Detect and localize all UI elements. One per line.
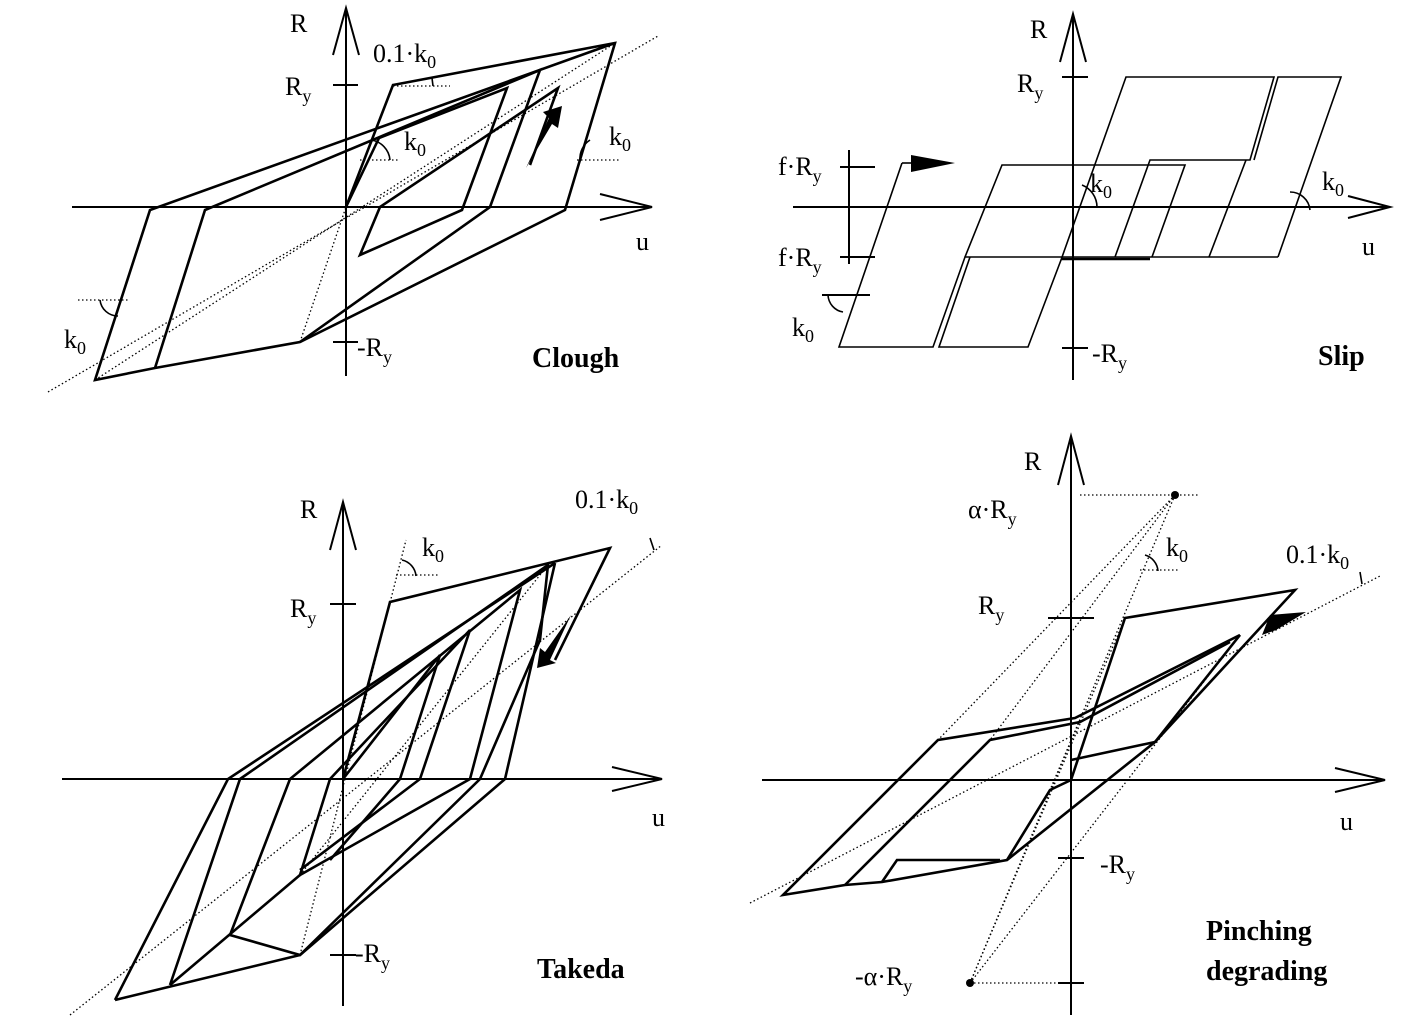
label-ry: Ry	[290, 594, 316, 628]
direction-arrow	[1262, 612, 1306, 635]
axes	[72, 4, 653, 376]
panel-takeda: R u Ry -Ry 0.1·k0 k0 Takeda	[62, 485, 665, 1016]
direction-arrow	[537, 615, 571, 668]
label-k0: k0	[422, 533, 444, 566]
axis-label-r: R	[290, 9, 308, 38]
hysteresis-loops	[837, 76, 1343, 348]
panel-title: Takeda	[537, 954, 625, 985]
label-ry: Ry	[285, 72, 311, 106]
angle-arcs	[401, 537, 655, 577]
label-k0: k0	[1090, 169, 1112, 202]
axis-label-r: R	[1030, 15, 1048, 44]
label-0.1k0: 0.1·k0	[575, 485, 638, 518]
axis-label-r: R	[1024, 447, 1042, 476]
label-f-ry-lower: f·Ry	[778, 243, 822, 277]
direction-arrow	[911, 155, 955, 172]
panel-clough: R u Ry -Ry 0.1·k0 k0 k0 k0 Clough	[47, 4, 659, 393]
label-0.1k0: 0.1·k0	[373, 39, 436, 72]
hysteresis-loops	[779, 588, 1299, 897]
label-k0: k0	[609, 122, 631, 155]
label-neg-ry: -Ry	[1092, 339, 1127, 373]
axis-label-r: R	[300, 495, 318, 524]
dotted-guides	[749, 494, 1381, 984]
axis-label-u: u	[652, 803, 665, 832]
hysteresis-loops	[93, 41, 617, 382]
label-k0: k0	[404, 127, 426, 160]
label-neg-ry: -Ry	[357, 333, 392, 367]
label-k0: k0	[1322, 167, 1344, 200]
dotted-guides	[47, 35, 659, 393]
label-ry: Ry	[1017, 69, 1043, 103]
label-neg-ry: -Ry	[1100, 850, 1135, 884]
panel-slip: R u Ry -Ry f·Ry f·Ry k0 k0 k0 Slip	[778, 10, 1394, 380]
hysteresis-loops	[113, 546, 613, 1002]
axis-label-u: u	[636, 227, 649, 256]
panel-title-line2: degrading	[1206, 956, 1327, 987]
panel-pinching-degrading: R u α·Ry -α·Ry Ry -Ry 0.1·k0 k0 Pinching…	[749, 432, 1386, 1015]
label-neg-ry: -Ry	[355, 939, 390, 973]
direction-arrow	[526, 106, 562, 168]
angle-arcs	[827, 184, 1311, 313]
label-f-ry-upper: f·Ry	[778, 152, 822, 186]
label-k0: k0	[792, 313, 814, 346]
axis-label-u: u	[1340, 807, 1353, 836]
label-alpha-ry: α·Ry	[968, 495, 1017, 529]
panel-title: Slip	[1318, 341, 1365, 372]
axes	[62, 498, 663, 1006]
panel-title-line1: Pinching	[1206, 916, 1312, 947]
axis-label-u: u	[1362, 232, 1375, 261]
label-ry: Ry	[978, 591, 1004, 625]
angle-arcs	[99, 77, 591, 317]
label-neg-alpha-ry: -α·Ry	[855, 962, 912, 996]
label-0.1k0: 0.1·k0	[1286, 540, 1349, 573]
label-k0: k0	[1166, 533, 1188, 566]
label-k0: k0	[64, 325, 86, 358]
alpha-ry-point	[1171, 491, 1179, 499]
angle-arcs	[1144, 554, 1363, 585]
panel-title: Clough	[532, 343, 620, 374]
neg-alpha-ry-point	[966, 979, 974, 987]
